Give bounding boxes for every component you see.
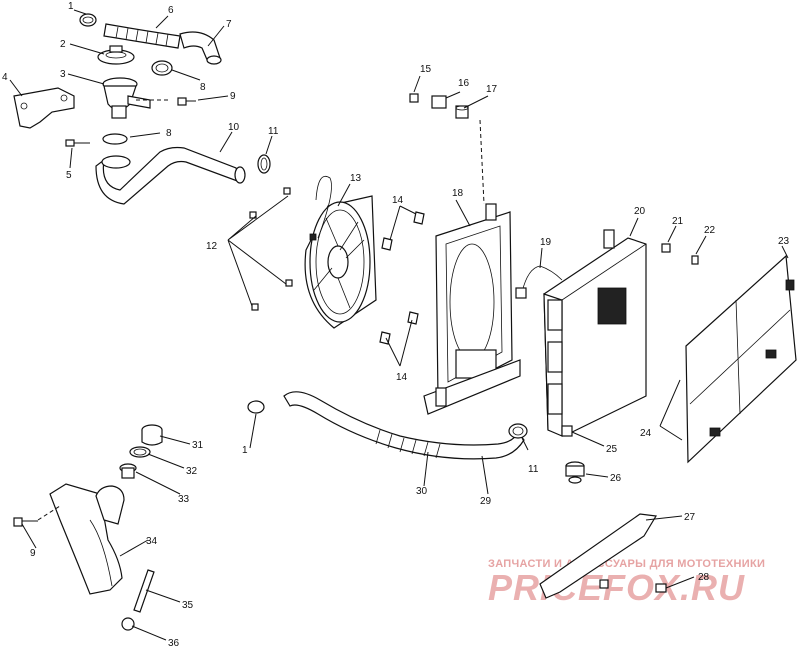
overflow-tube-part	[133, 569, 155, 613]
spacer-part	[431, 95, 447, 109]
callout-9-bottom: 9	[30, 548, 36, 559]
fan-screw-set	[249, 187, 293, 311]
clamp-part-upper-right	[257, 154, 271, 174]
watermark-tagline: ЗАПЧАСТИ И АКСЕССУАРЫ ДЛЯ МОТОТЕХНИКИ	[488, 558, 765, 570]
radiator-part	[543, 229, 647, 437]
callout-29: 29	[480, 496, 492, 507]
callout-18: 18	[452, 188, 464, 199]
screw-part-lower	[13, 517, 38, 527]
callout-24: 24	[640, 428, 652, 439]
callout-4: 4	[2, 72, 8, 83]
clip-part-lower	[379, 311, 419, 345]
radiator-screen-part	[685, 254, 797, 464]
bolt-part	[65, 139, 90, 147]
callout-13: 13	[350, 173, 362, 184]
screw-part-28	[655, 583, 667, 593]
bottle-cap-part	[141, 424, 163, 446]
callout-31: 31	[192, 440, 204, 451]
screw-part-upper	[177, 97, 196, 106]
radiator-bracket-part	[539, 513, 657, 599]
callout-9-top: 9	[230, 91, 236, 102]
callout-27: 27	[684, 512, 696, 523]
upper-hose-part	[95, 146, 246, 205]
callout-3: 3	[60, 69, 66, 80]
callout-22: 22	[704, 225, 716, 236]
filler-adapter-part	[119, 463, 137, 479]
callout-12: 12	[206, 241, 218, 252]
callout-6: 6	[168, 5, 174, 16]
hose-clamp-lower	[102, 133, 128, 145]
callout-7: 7	[226, 19, 232, 30]
callout-11-lower: 11	[528, 464, 539, 475]
callout-8-lower: 8	[166, 128, 172, 139]
watermark: ЗАПЧАСТИ И АКСЕССУАРЫ ДЛЯ МОТОТЕХНИКИ PR…	[488, 558, 765, 608]
callout-17: 17	[486, 84, 498, 95]
fan-shroud-part	[423, 203, 521, 415]
callout-19: 19	[540, 237, 552, 248]
callout-30: 30	[416, 486, 428, 497]
callout-14-top: 14	[392, 195, 404, 206]
bracket-part	[13, 87, 75, 129]
lower-hose-part	[283, 391, 525, 460]
tube-clamp-part	[121, 617, 135, 631]
callout-20: 20	[634, 206, 646, 217]
callout-21: 21	[672, 216, 684, 227]
overflow-bottle-part	[49, 483, 125, 595]
leader-lines	[9, 9, 789, 641]
screw-part-22	[691, 255, 699, 265]
callout-2: 2	[60, 39, 66, 50]
callout-14-bottom: 14	[396, 372, 408, 383]
radiator-cap-part	[97, 45, 135, 65]
clamp-part-lower-left	[247, 400, 265, 414]
bushing-part	[455, 105, 469, 119]
grommet-part	[409, 93, 419, 103]
clamp-part-lower-right	[508, 423, 528, 439]
clamp-part	[79, 13, 97, 27]
callout-34: 34	[146, 536, 158, 547]
corrugated-hose-part	[103, 23, 181, 49]
callout-1-lower: 1	[242, 445, 248, 456]
watermark-brand: PRICEFOX.RU	[488, 567, 745, 608]
seal-ring-part	[129, 446, 151, 458]
callout-25: 25	[606, 444, 618, 455]
callout-36: 36	[168, 638, 180, 649]
elbow-fitting-part	[179, 31, 222, 65]
callout-1-top: 1	[68, 1, 74, 12]
callout-23: 23	[778, 236, 790, 247]
callout-10: 10	[228, 122, 240, 133]
callout-35: 35	[182, 600, 194, 611]
callout-5: 5	[66, 170, 72, 181]
filler-neck-part	[102, 77, 151, 119]
hose-clamp-upper	[151, 60, 173, 76]
callout-15: 15	[420, 64, 432, 75]
callout-26: 26	[610, 473, 622, 484]
callout-33: 33	[178, 494, 190, 505]
callout-32: 32	[186, 466, 198, 477]
drain-plug-part	[561, 425, 573, 437]
callout-8-top: 8	[200, 82, 206, 93]
nut-part	[661, 243, 671, 253]
cooling-fan-part	[304, 175, 377, 329]
clip-part-upper	[381, 211, 425, 251]
callout-28: 28	[698, 572, 710, 583]
callout-16: 16	[458, 78, 470, 89]
callout-11-top: 11	[268, 126, 279, 137]
cap-part-26	[565, 461, 585, 484]
